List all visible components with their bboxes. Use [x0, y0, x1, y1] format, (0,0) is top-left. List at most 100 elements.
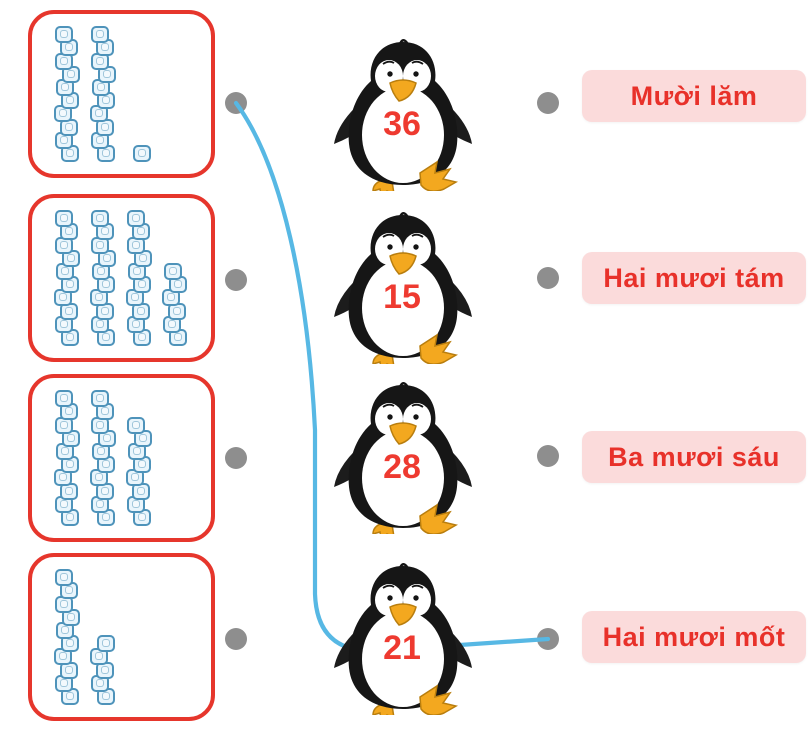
ice-cube — [91, 131, 109, 149]
penguin-eye — [387, 595, 393, 601]
ice-cube — [62, 65, 80, 83]
penguin-beak — [389, 422, 417, 445]
penguin-number: 28 — [383, 448, 421, 486]
ice-cube — [96, 403, 114, 421]
ice-cube — [168, 302, 186, 320]
ice-cube — [90, 105, 108, 123]
connector-dot-right-2[interactable] — [537, 267, 559, 289]
ice-cube — [92, 443, 110, 460]
connector-dot-left-2[interactable] — [225, 269, 247, 291]
ice-cube — [128, 263, 146, 280]
ice-cube — [169, 276, 187, 294]
ice-cube — [97, 635, 115, 653]
ice-cube — [91, 26, 109, 44]
label-text: Mười lăm — [630, 80, 758, 111]
ice-cube — [55, 569, 73, 587]
penguin-right-foot — [419, 684, 459, 716]
ice-cube — [55, 26, 73, 44]
penguin-eyebrow — [382, 584, 395, 589]
ice-cube — [54, 289, 72, 307]
connector-dot-left-4[interactable] — [225, 628, 247, 650]
penguin-belly — [362, 87, 444, 183]
penguin-number: 21 — [383, 629, 421, 667]
penguin-eyebrow — [411, 233, 424, 238]
ice-cube — [55, 674, 73, 692]
penguin-illustration: 28 — [334, 382, 472, 541]
connector-dot-right-3[interactable] — [537, 445, 559, 467]
ice-cube — [127, 416, 145, 434]
penguin-beak — [389, 252, 417, 275]
penguin-beak — [389, 603, 417, 626]
penguin-right-foot — [419, 503, 459, 535]
cube-box-28[interactable] — [28, 374, 215, 542]
label-hai-muoi-mot[interactable]: Hai mươi mốt — [582, 611, 806, 663]
ice-cube — [133, 276, 151, 294]
ice-cube — [169, 329, 187, 346]
ice-cube — [164, 263, 182, 280]
ice-cube — [55, 416, 73, 434]
ice-cube — [55, 495, 73, 513]
penguin-eye — [413, 71, 419, 77]
cube-box-36[interactable] — [28, 194, 215, 362]
ice-cube — [96, 661, 114, 679]
penguin-eye — [413, 595, 419, 601]
ice-cube — [62, 429, 80, 447]
connector-dot-right-4[interactable] — [537, 628, 559, 650]
ice-cube — [54, 105, 72, 123]
label-text: Hai mươi tám — [603, 262, 785, 293]
ice-cube — [62, 608, 80, 626]
penguin-beak — [389, 79, 417, 102]
ice-cube — [97, 92, 115, 110]
penguin-21[interactable]: 21 — [328, 560, 478, 722]
penguin-illustration: 21 — [334, 563, 472, 722]
label-hai-muoi-tam[interactable]: Hai mươi tám — [582, 252, 806, 304]
penguin-eyebrow — [382, 233, 395, 238]
ice-cube — [127, 210, 145, 228]
penguin-eye — [387, 71, 393, 77]
ice-cube — [56, 443, 74, 460]
ice-cube — [163, 315, 181, 333]
cube-box-15[interactable] — [28, 553, 215, 721]
ice-cube — [127, 495, 145, 513]
penguin-eye — [413, 414, 419, 420]
ice-cube — [98, 429, 116, 447]
penguin-eye — [387, 244, 393, 250]
penguin-eyebrow — [411, 584, 424, 589]
label-ba-muoi-sau[interactable]: Ba mươi sáu — [582, 431, 806, 483]
penguin-number: 15 — [383, 278, 421, 316]
penguin-belly — [362, 611, 444, 707]
ice-cube — [134, 249, 152, 267]
penguin-belly — [362, 430, 444, 526]
penguin-eye — [387, 414, 393, 420]
penguin-belly — [362, 260, 444, 356]
penguin-eye — [413, 244, 419, 250]
ice-cube — [133, 329, 151, 346]
ice-cube — [133, 456, 151, 474]
connector-dot-left-1[interactable] — [225, 92, 247, 114]
penguin-eyebrow — [411, 403, 424, 408]
penguin-illustration: 15 — [334, 212, 472, 371]
penguin-36[interactable]: 36 — [328, 36, 478, 198]
ice-cube — [132, 302, 150, 320]
penguin-eyebrow — [411, 60, 424, 65]
ice-cube — [133, 145, 151, 162]
penguin-eyebrow — [382, 403, 395, 408]
label-text: Ba mươi sáu — [608, 441, 780, 472]
connector-dot-left-3[interactable] — [225, 447, 247, 469]
ice-cube — [61, 688, 79, 705]
penguin-number: 36 — [383, 105, 421, 143]
penguin-28[interactable]: 28 — [328, 379, 478, 541]
label-text: Hai mươi mốt — [602, 621, 786, 652]
label-muoi-lam[interactable]: Mười lăm — [582, 70, 806, 122]
penguin-right-foot — [419, 333, 459, 365]
ice-cube — [126, 469, 144, 487]
cube-box-21[interactable] — [28, 10, 215, 178]
ice-cube — [91, 210, 109, 228]
penguin-illustration: 36 — [334, 39, 472, 198]
ice-cube — [55, 595, 73, 613]
penguin-right-foot — [419, 160, 459, 192]
penguin-15[interactable]: 15 — [328, 209, 478, 371]
connector-dot-right-1[interactable] — [537, 92, 559, 114]
ice-cube — [55, 390, 73, 408]
